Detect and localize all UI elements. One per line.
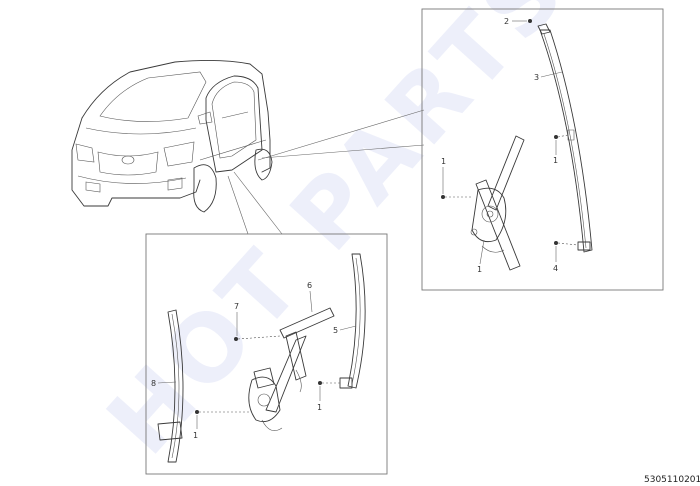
callout-label: 1 bbox=[441, 157, 446, 166]
bolt-icon bbox=[554, 241, 579, 246]
bolt-icon bbox=[195, 410, 250, 414]
upper-detail-panel bbox=[421, 8, 664, 291]
part-code: 5305110201 bbox=[644, 475, 700, 485]
regulator-part-6 bbox=[248, 307, 335, 431]
callout-label: 6 bbox=[307, 281, 312, 290]
callout-label: 4 bbox=[553, 264, 558, 273]
regulator-part-4 bbox=[470, 135, 525, 271]
car-illustration bbox=[71, 59, 273, 213]
channel-part-5 bbox=[347, 253, 366, 389]
callout-label: 1 bbox=[553, 156, 558, 165]
lower-panel-parts: 6 7 5 8 1 1 bbox=[151, 253, 366, 463]
lower-detail-panel bbox=[145, 233, 388, 475]
bolt-icon bbox=[554, 134, 569, 139]
bolt-icon bbox=[234, 335, 281, 341]
leader-lines bbox=[227, 109, 425, 235]
bolt-icon bbox=[441, 195, 472, 199]
callout-label: 2 bbox=[504, 17, 509, 26]
callout-label: 5 bbox=[333, 326, 338, 335]
callout-label: 8 bbox=[151, 379, 156, 388]
glass-channel-part-3 bbox=[539, 29, 593, 253]
bolt-icon bbox=[318, 381, 340, 385]
upper-panel-parts: 2 3 1 1 1 4 bbox=[441, 17, 593, 274]
channel-part-8 bbox=[167, 309, 184, 463]
callout-label: 7 bbox=[234, 302, 239, 311]
callout-label: 1 bbox=[317, 403, 322, 412]
callout-label: 1 bbox=[193, 431, 198, 440]
watermark-text: HOT PARTS bbox=[87, 0, 588, 475]
callout-label: 3 bbox=[534, 73, 539, 82]
bolt-icon bbox=[528, 19, 532, 23]
callout-label: 1 bbox=[477, 265, 482, 274]
